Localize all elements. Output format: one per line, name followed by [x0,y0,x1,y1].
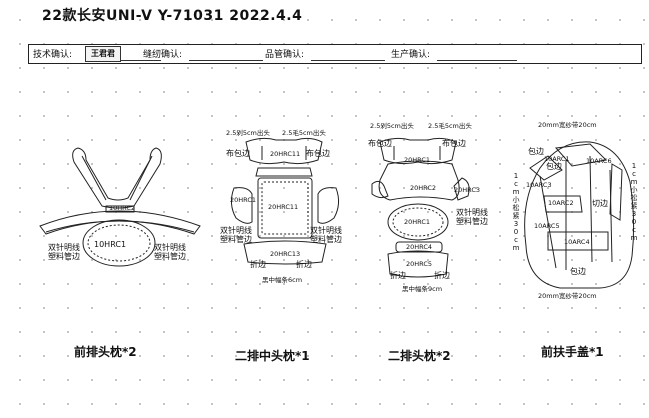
rear-headrest-top-note-right: 2.5毛5cm出头 [428,122,472,130]
middle-headrest-code-bottom: 20HRC13 [270,250,301,258]
rear-headrest-top-note-left: 2.5剁5cm出头 [370,122,414,130]
signoff-bar: 技术确认: 王君君 缝纫确认: 品管确认: 生产确认: [28,44,642,64]
document-title: 22款长安UNI-V Y-71031 2022.4.4 [42,8,303,24]
front-headrest-diagram [39,147,201,267]
rear-headrest-caption: 二排头枕*2 [388,349,451,363]
front-headrest-code-band: 10HRC2 [109,204,136,212]
sewing-confirm-label: 缝纫确认: [143,50,183,60]
armrest-elastic-right: 1cm小松紧30cm [630,162,638,242]
middle-headrest-edge-left: 布包边 [226,149,250,158]
middle-headrest-top-note-right: 2.5毛5cm出头 [282,129,326,137]
sewing-signature-line [189,59,263,61]
rear-headrest-code-center: 20HRC1 [404,218,431,226]
middle-headrest-top-note-left: 2.5剁5cm出头 [226,129,270,137]
armrest-code-6: 10ARC6 [586,157,612,165]
rear-headrest-strip: 黑中幅条9cm [402,285,443,293]
rear-headrest-code-5: 20HRC5 [406,260,433,268]
middle-headrest-note-right: 双针明线 塑料管边 [310,226,342,244]
middle-headrest-code-side: 20HRC1 [230,196,257,204]
armrest-edge-bottom: 包边 [570,267,586,276]
qc-confirm-label: 品管确认: [265,50,305,60]
rear-headrest-code-3: 20HRC3 [454,186,481,194]
tech-signature-stamp: 王君君 [85,46,121,62]
rear-headrest-code-top: 20HRC1 [404,156,431,164]
middle-headrest-caption: 二排中头枕*1 [235,349,310,363]
rear-headrest-fold-left: 折边 [390,271,406,280]
middle-headrest-code-center: 20HRC11 [268,203,299,211]
front-headrest-code-main: 10HRC1 [94,240,127,249]
armrest-caption: 前扶手盖*1 [541,345,604,359]
front-headrest-note-left: 双针明线 塑料管边 [48,243,80,261]
rear-headrest-code-4: 20HRC4 [406,243,433,251]
armrest-edge-top-left: 包边 [528,147,544,156]
rear-headrest-edge-left: 布包边 [368,139,392,148]
middle-headrest-diagram [230,137,340,265]
rear-headrest-edge-right: 布包边 [442,139,466,148]
armrest-code-3: 10ARC3 [526,181,552,189]
middle-headrest-code-top: 20HRC11 [270,150,301,158]
middle-headrest-note-left: 双针明线 塑料管边 [220,226,252,244]
tech-signature-line [121,59,161,61]
qc-signature-line [311,59,385,61]
middle-headrest-fold-left: 折边 [250,260,266,269]
armrest-top-note: 20mm宽纱带20cm [538,121,597,129]
production-confirm-label: 生产确认: [391,50,431,60]
armrest-code-4: 10ARC4 [564,238,590,246]
front-headrest-caption: 前排头枕*2 [74,345,137,359]
middle-headrest-strip: 黑中幅条6cm [262,276,303,284]
armrest-code-2: 10ARC2 [548,199,574,207]
front-headrest-note-right: 双针明线 塑料管边 [154,243,186,261]
armrest-diagram [524,141,635,289]
rear-headrest-fold-right: 折边 [434,271,450,280]
middle-headrest-fold-right: 折边 [296,260,312,269]
armrest-elastic-left: 1cm小松紧30cm [512,172,520,252]
armrest-fold-1: 切边 [592,199,608,208]
armrest-code-5: 10ARC5 [534,222,560,230]
production-signature-line [437,59,517,61]
armrest-code-1: 10ARC1 [544,155,570,163]
armrest-edge-top: 包边 [546,162,562,171]
middle-headrest-edge-right: 布包边 [306,149,330,158]
armrest-bottom-note: 20mm宽纱带20cm [538,292,597,300]
rear-headrest-diagram [371,137,470,278]
rear-headrest-note-right: 双针明线 塑料管边 [456,208,488,226]
rear-headrest-code-2: 20HRC2 [410,184,437,192]
tech-confirm-label: 技术确认: [33,50,73,60]
